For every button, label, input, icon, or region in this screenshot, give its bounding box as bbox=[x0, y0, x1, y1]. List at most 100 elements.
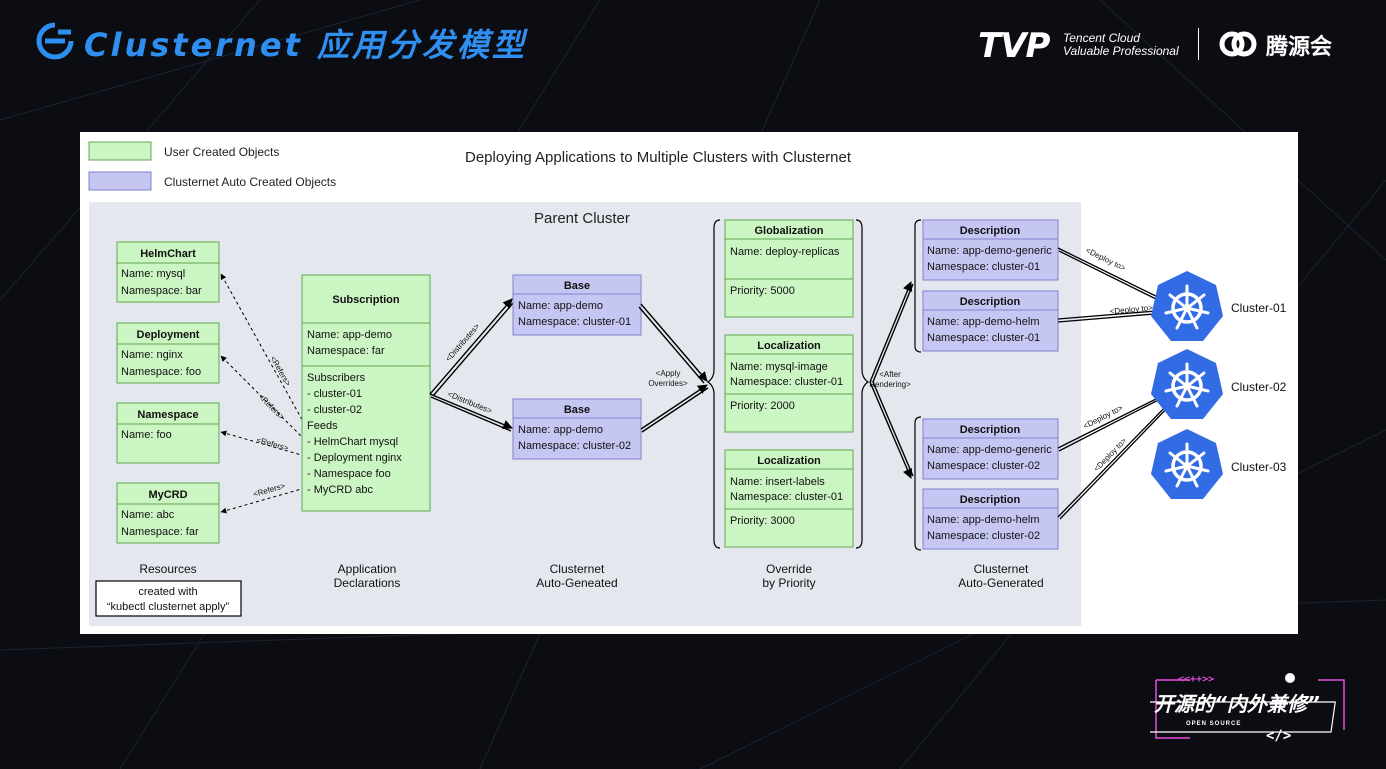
page-title: Clusternet 应用分发模型 bbox=[84, 26, 527, 64]
description-bracket-top bbox=[914, 219, 922, 353]
subscription-line: - HelmChart mysql bbox=[307, 436, 398, 448]
description-title: Description bbox=[960, 424, 1021, 436]
diagram-title: Deploying Applications to Multiple Clust… bbox=[465, 149, 852, 166]
resource-kind: HelmChart bbox=[140, 248, 196, 260]
base-box-cluster-01: Base Name: app-demo Namespace: cluster-0… bbox=[512, 274, 642, 336]
deploy-arrow-1-shadow bbox=[1058, 250, 1167, 305]
distributes-arrow-1-shadow bbox=[432, 301, 515, 397]
override-namespace: Namespace: cluster-01 bbox=[730, 491, 843, 503]
description-namespace: Namespace: cluster-02 bbox=[927, 530, 1040, 542]
override-globalization: Globalization Name: deploy-replicas Prio… bbox=[724, 219, 854, 318]
created-with-line: “kubectl clusternet apply” bbox=[107, 601, 230, 613]
base-name: Name: app-demo bbox=[518, 300, 603, 312]
resource-deployment: Deployment Name: nginx Namespace: foo bbox=[116, 322, 220, 384]
column-label-auto2: Auto-Generated bbox=[958, 576, 1043, 590]
deploy-arrow-2 bbox=[1057, 306, 1169, 320]
tvp-subtitle: Tencent Cloud Valuable Professional bbox=[1063, 32, 1179, 58]
override-priority: Priority: 5000 bbox=[730, 285, 795, 297]
base-namespace: Namespace: cluster-01 bbox=[518, 316, 631, 328]
base-title: Base bbox=[564, 404, 590, 416]
tvp-logo: TVP bbox=[978, 26, 1050, 66]
legend-user-label: User Created Objects bbox=[164, 145, 279, 159]
tvp-subtitle-line2: Valuable Professional bbox=[1063, 44, 1179, 58]
override-bracket-right bbox=[855, 219, 870, 549]
refers-arrow-helmchart bbox=[220, 273, 306, 426]
apply-overrides-arrow-1-shadow bbox=[638, 306, 705, 384]
after-rendering-label: <After bbox=[879, 370, 901, 379]
column-label-override: by Priority bbox=[762, 576, 815, 590]
subscription-line: - MyCRD abc bbox=[307, 484, 374, 496]
override-name: Name: insert-labels bbox=[730, 476, 825, 488]
event-badge-top: <<++>> bbox=[1178, 674, 1215, 685]
resource-namespace: Namespace: far bbox=[121, 526, 199, 538]
resource-name: Name: foo bbox=[121, 429, 172, 441]
tencent-opensource-label: 腾源会 bbox=[1266, 35, 1333, 60]
distributes-arrow-2-shadow bbox=[430, 396, 512, 432]
legend-user-swatch bbox=[88, 141, 152, 161]
description-box-4: Description Name: app-demo-helm Namespac… bbox=[922, 488, 1059, 550]
description-namespace: Namespace: cluster-01 bbox=[927, 332, 1040, 344]
subscription-box: Subscription Name: app-demo Namespace: f… bbox=[301, 274, 431, 512]
column-label-app-decl: Declarations bbox=[334, 576, 401, 590]
refers-arrow-namespace bbox=[220, 430, 306, 457]
tvp-subtitle-line1: Tencent Cloud bbox=[1063, 31, 1140, 45]
subscription-name: Name: app-demo bbox=[307, 329, 392, 341]
resource-name: Name: abc bbox=[121, 509, 175, 521]
kubernetes-icon bbox=[1151, 271, 1223, 341]
override-bracket-left bbox=[706, 219, 721, 549]
legend-auto-label: Clusternet Auto Created Objects bbox=[164, 175, 336, 189]
base-box-cluster-02: Base Name: app-demo Namespace: cluster-0… bbox=[512, 398, 642, 460]
resource-name: Name: nginx bbox=[121, 349, 183, 361]
override-namespace: Namespace: cluster-01 bbox=[730, 376, 843, 388]
deploy-arrow-4-shadow bbox=[1059, 401, 1174, 520]
resource-namespace-box: Namespace Name: foo bbox=[116, 402, 220, 464]
base-namespace: Namespace: cluster-02 bbox=[518, 440, 631, 452]
description-title: Description bbox=[960, 296, 1021, 308]
resource-kind: MyCRD bbox=[148, 489, 187, 501]
subscription-title: Subscription bbox=[332, 294, 400, 306]
after-rendering-arrow-2 bbox=[869, 381, 913, 479]
deploy-arrow-3 bbox=[1057, 391, 1171, 449]
cluster-label: Cluster-01 bbox=[1231, 301, 1287, 315]
column-label-auto1: Auto-Geneated bbox=[536, 576, 617, 590]
description-namespace: Namespace: cluster-02 bbox=[927, 460, 1040, 472]
description-namespace: Namespace: cluster-01 bbox=[927, 261, 1040, 273]
override-name: Name: deploy-replicas bbox=[730, 246, 840, 258]
description-bracket-bottom bbox=[914, 416, 922, 551]
description-name: Name: app-demo-generic bbox=[927, 245, 1052, 257]
apply-overrides-arrow-1 bbox=[640, 303, 708, 382]
deployment-diagram: User Created Objects Clusternet Auto Cre… bbox=[88, 141, 1287, 626]
description-title: Description bbox=[960, 225, 1021, 237]
override-localization-1: Localization Name: mysql-image Namespace… bbox=[724, 334, 854, 433]
override-title: Localization bbox=[757, 340, 821, 352]
deploy-arrow-3-shadow bbox=[1058, 394, 1169, 452]
subscription-line: - cluster-01 bbox=[307, 388, 362, 400]
subscription-namespace: Namespace: far bbox=[307, 345, 385, 357]
override-title: Localization bbox=[757, 455, 821, 467]
event-badge-title: 开源的“内外兼修” bbox=[1154, 692, 1320, 716]
event-badge-subtitle: OPEN SOURCE bbox=[1186, 721, 1242, 727]
resource-kind: Deployment bbox=[137, 329, 200, 341]
deploy-to-label: <Deploy to> bbox=[1084, 246, 1127, 273]
override-priority: Priority: 2000 bbox=[730, 400, 795, 412]
created-with-line: created with bbox=[138, 586, 197, 598]
clusternet-logo-icon bbox=[36, 22, 74, 60]
description-box-1: Description Name: app-demo-generic Names… bbox=[922, 219, 1059, 281]
subscription-line: Feeds bbox=[307, 420, 338, 432]
base-title: Base bbox=[564, 280, 590, 292]
header-divider bbox=[1198, 28, 1199, 60]
column-label-resources: Resources bbox=[139, 562, 196, 576]
refers-arrow-mycrd bbox=[220, 487, 306, 514]
cluster-label: Cluster-03 bbox=[1231, 460, 1287, 474]
after-rendering-arrow-2-shadow bbox=[872, 381, 914, 477]
after-rendering-arrow-1 bbox=[869, 281, 913, 383]
deploy-arrow-4 bbox=[1057, 399, 1173, 518]
distributes-arrow-1 bbox=[429, 298, 513, 395]
apply-overrides-label: Overrides> bbox=[648, 379, 688, 388]
apply-overrides-label: <Apply bbox=[656, 369, 681, 378]
column-label-override: Override bbox=[766, 562, 812, 576]
override-name: Name: mysql-image bbox=[730, 361, 828, 373]
apply-overrides-arrow-2 bbox=[640, 384, 708, 430]
event-badge-frame bbox=[1150, 673, 1345, 739]
legend-auto-swatch bbox=[88, 171, 152, 191]
